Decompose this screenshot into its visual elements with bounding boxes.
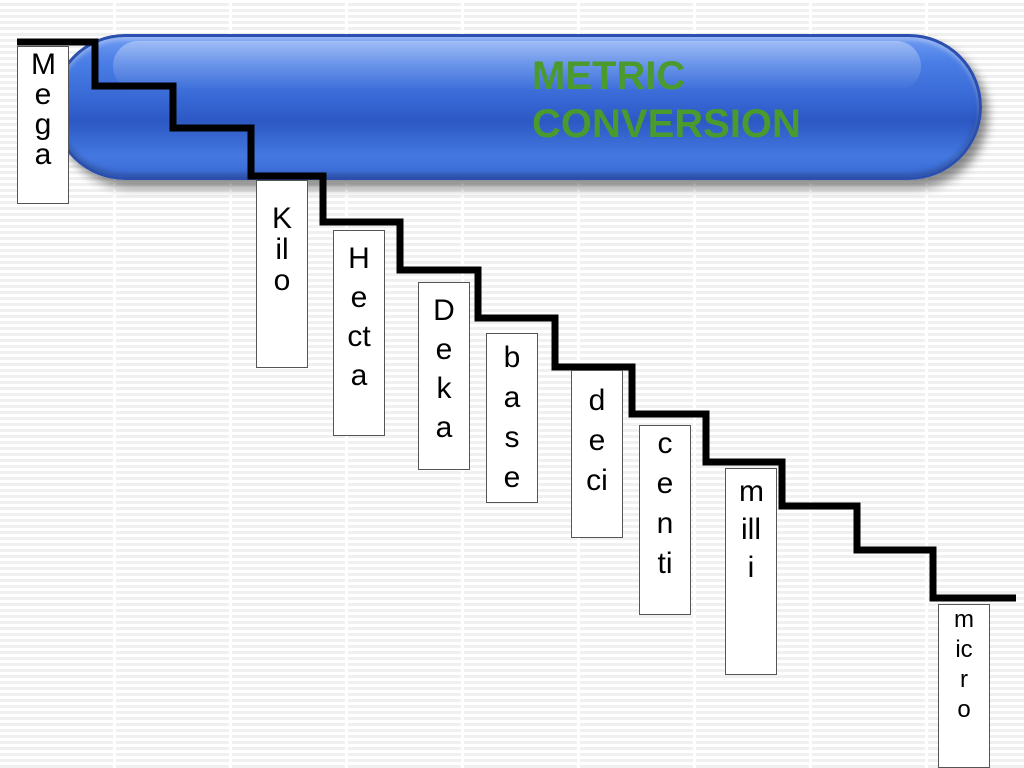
- prefix-box-centi: centi: [639, 425, 691, 615]
- prefix-label-kilo: Kilo: [271, 202, 292, 297]
- prefix-box-milli: milli: [725, 468, 777, 675]
- prefix-label-milli: milli: [739, 475, 764, 584]
- prefix-box-micro: micro: [938, 604, 990, 768]
- prefix-box-base: base: [486, 333, 538, 503]
- prefix-label-centi: centi: [656, 427, 674, 580]
- prefix-label-deci: deci: [586, 384, 608, 497]
- prefix-box-mega: Mega: [17, 46, 69, 204]
- prefix-label-deka: Deka: [433, 294, 455, 444]
- prefix-box-deci: deci: [571, 370, 623, 538]
- prefix-label-hecta: Hecta: [347, 242, 371, 392]
- prefix-box-hecta: Hecta: [333, 230, 385, 436]
- prefix-box-deka: Deka: [418, 282, 470, 470]
- staircase-line: [17, 38, 1016, 602]
- prefix-box-kilo: Kilo: [256, 180, 308, 368]
- prefix-label-micro: micro: [954, 606, 974, 723]
- prefix-label-mega: Mega: [31, 48, 56, 171]
- prefix-label-base: base: [503, 341, 521, 494]
- slide-title: METRIC CONVERSION: [532, 54, 801, 146]
